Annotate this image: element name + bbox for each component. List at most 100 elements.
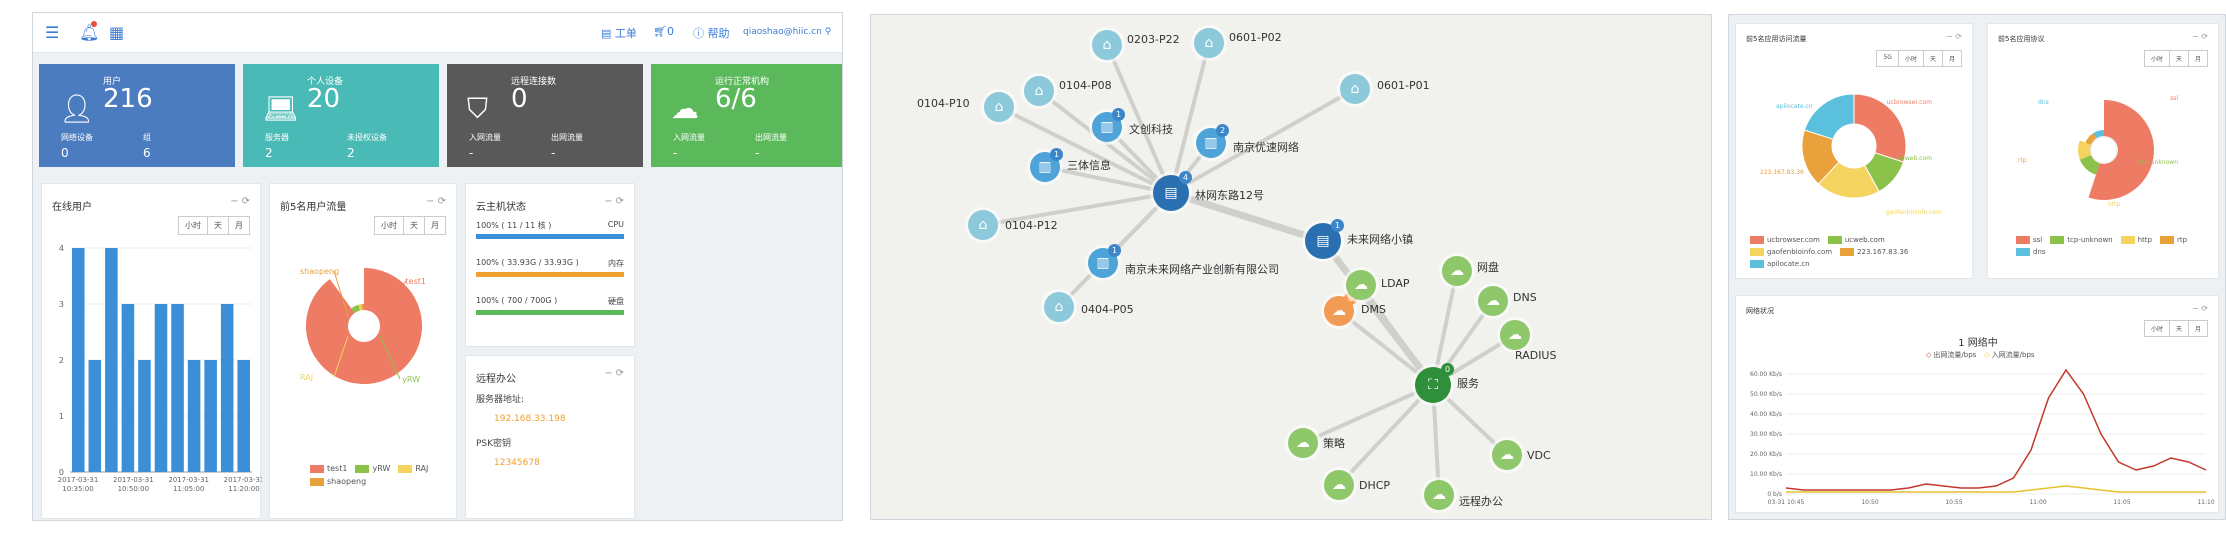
card-controls[interactable]: − ⟳ <box>230 196 250 207</box>
legend-item[interactable]: dns <box>2016 248 2046 256</box>
legend-item[interactable]: tcp-unknown <box>2050 236 2113 244</box>
legend-item[interactable]: yRW <box>355 464 390 473</box>
range-month[interactable]: 月 <box>228 217 249 234</box>
legend-item[interactable]: rtp <box>2160 236 2187 244</box>
topology-node-cloud[interactable]: ☁ <box>1500 320 1530 350</box>
range-month[interactable]: 月 <box>2187 51 2207 66</box>
stat-sub-label: 网络设备 <box>61 133 93 142</box>
topology-node-cloud[interactable]: ☁ <box>1288 428 1318 458</box>
stat-sub-value: - <box>469 146 474 160</box>
range-selector[interactable]: 小时 天 月 <box>178 216 250 235</box>
legend-item[interactable]: apilocate.cn <box>1750 260 1810 268</box>
node-badge: 0 <box>1441 363 1454 376</box>
cloud-icon: ☁ <box>1450 263 1464 279</box>
network-range-selector[interactable]: 小时 天 月 <box>2143 320 2208 337</box>
topology-node-home[interactable]: ⌂ <box>1092 30 1122 60</box>
legend-item[interactable]: http <box>2120 236 2152 244</box>
bell-icon[interactable]: 🔔︎ <box>79 23 100 42</box>
card-controls[interactable]: − ⟳ <box>1946 32 1962 41</box>
card-controls[interactable]: − ⟳ <box>2192 32 2208 41</box>
apps-select[interactable]: 5G <box>1883 54 1892 61</box>
legend-item[interactable]: test1 <box>310 464 347 473</box>
range-hour[interactable]: 小时 <box>185 221 201 230</box>
range-month[interactable]: 月 <box>2187 321 2207 336</box>
card-controls[interactable]: − ⟳ <box>604 196 624 207</box>
range-month[interactable]: 月 <box>1941 51 1961 66</box>
work-order-link[interactable]: ▤ 工单 <box>601 27 637 40</box>
range-day[interactable]: 天 <box>1922 51 1942 66</box>
topology-canvas[interactable]: ⌂0203-P22⌂0601-P02⌂0601-P01⌂0104-P10⌂010… <box>870 14 1712 520</box>
topology-node-cloud[interactable]: ☁ <box>1346 270 1376 300</box>
range-hour[interactable]: 小时 <box>2150 326 2163 333</box>
cloud-status-row: 100% ( 700 / 700G )硬盘 <box>476 296 624 318</box>
legend-swatch <box>2160 236 2174 244</box>
legend-swatch <box>2016 236 2030 244</box>
grid-icon[interactable]: ▦ <box>109 23 125 42</box>
topology-link <box>1170 87 1356 195</box>
legend-item[interactable]: ◇出网流量/bps <box>1926 350 1976 360</box>
stat-sub-label: 未授权设备 <box>347 133 387 142</box>
topology-node-hub[interactable]: ▤ <box>1153 175 1189 211</box>
apps-range-selector[interactable]: 5G 小时 天 月 <box>1876 50 1962 67</box>
topology-node-home[interactable]: ⌂ <box>1044 292 1074 322</box>
pie-slice <box>2079 155 2100 175</box>
range-day[interactable]: 天 <box>207 217 228 234</box>
cart-link[interactable]: 🛒︎0 <box>653 25 674 38</box>
legend-swatch <box>1750 248 1764 256</box>
topology-node-cloud[interactable]: ☁ <box>1492 440 1522 470</box>
protocols-range-selector[interactable]: 小时 天 月 <box>2143 50 2208 67</box>
card-controls[interactable]: − ⟳ <box>604 368 624 379</box>
range-day[interactable]: 天 <box>403 217 424 234</box>
pie-leader-line <box>379 335 401 380</box>
legend-swatch <box>1827 236 1842 244</box>
legend-item[interactable]: ucbrowser.com <box>1750 236 1820 244</box>
stat-caption: 运行正常机构 <box>715 77 770 87</box>
legend-item[interactable]: ssl <box>2016 236 2042 244</box>
topology-node-cloud[interactable]: ☁ <box>1442 256 1472 286</box>
topology-node-cloud[interactable]: ☁ <box>1324 470 1354 500</box>
help-link[interactable]: ⓘ 帮助 <box>693 27 730 40</box>
range-day[interactable]: 天 <box>2168 321 2188 336</box>
card-controls[interactable]: − ⟳ <box>2192 304 2208 313</box>
range-month[interactable]: 月 <box>424 217 445 234</box>
hub-icon: ▤ <box>1164 185 1178 201</box>
range-hour[interactable]: 小时 <box>381 221 397 230</box>
legend-item[interactable]: 223.167.83.36 <box>1840 248 1908 256</box>
node-badge: 1 <box>1108 244 1121 257</box>
legend-item[interactable]: ucweb.com <box>1827 236 1885 244</box>
topology-node-home[interactable]: ⌂ <box>1340 74 1370 104</box>
topology-link <box>1431 384 1441 496</box>
legend-item[interactable]: gaofenbioinfo.com <box>1750 248 1832 256</box>
legend-item[interactable]: ◇入网流量/bps <box>1984 350 2034 360</box>
topology-node-home[interactable]: ⌂ <box>968 210 998 240</box>
legend-swatch <box>2016 248 2030 256</box>
card-controls[interactable]: − ⟳ <box>426 196 446 207</box>
topology-node-label: 0404-P05 <box>1081 303 1134 316</box>
topology-link <box>1337 309 1435 387</box>
user-menu[interactable]: qiaoshao@hiic.cn ⚲ <box>743 27 831 37</box>
range-day[interactable]: 天 <box>2168 51 2188 66</box>
legend-swatch <box>1750 260 1764 268</box>
legend-item[interactable]: shaopeng <box>310 477 366 486</box>
topology-link <box>1359 283 1435 387</box>
range-hour[interactable]: 小时 <box>1897 51 1923 66</box>
topology-node-cloud[interactable]: ☁ <box>1478 286 1508 316</box>
range-hour[interactable]: 小时 <box>2150 56 2163 63</box>
legend-swatch <box>2050 236 2065 244</box>
topology-node-label: RADIUS <box>1515 349 1557 362</box>
topology-node-home[interactable]: ⌂ <box>1024 76 1054 106</box>
range-selector[interactable]: 小时 天 月 <box>374 216 446 235</box>
topology-node-home[interactable]: ⌂ <box>1194 28 1224 58</box>
topology-node-home[interactable]: ⌂ <box>984 92 1014 122</box>
legend-label: RAJ <box>415 464 429 473</box>
topology-node-label: DMS <box>1361 303 1386 316</box>
topology-node-cloud[interactable]: ☁ <box>1424 480 1454 510</box>
stat-sub-label: 出网流量 <box>551 133 583 142</box>
menu-icon[interactable]: ☰ <box>45 23 60 42</box>
legend-item[interactable]: RAJ <box>398 464 428 473</box>
cloud-icon: ☁ <box>1332 477 1346 493</box>
